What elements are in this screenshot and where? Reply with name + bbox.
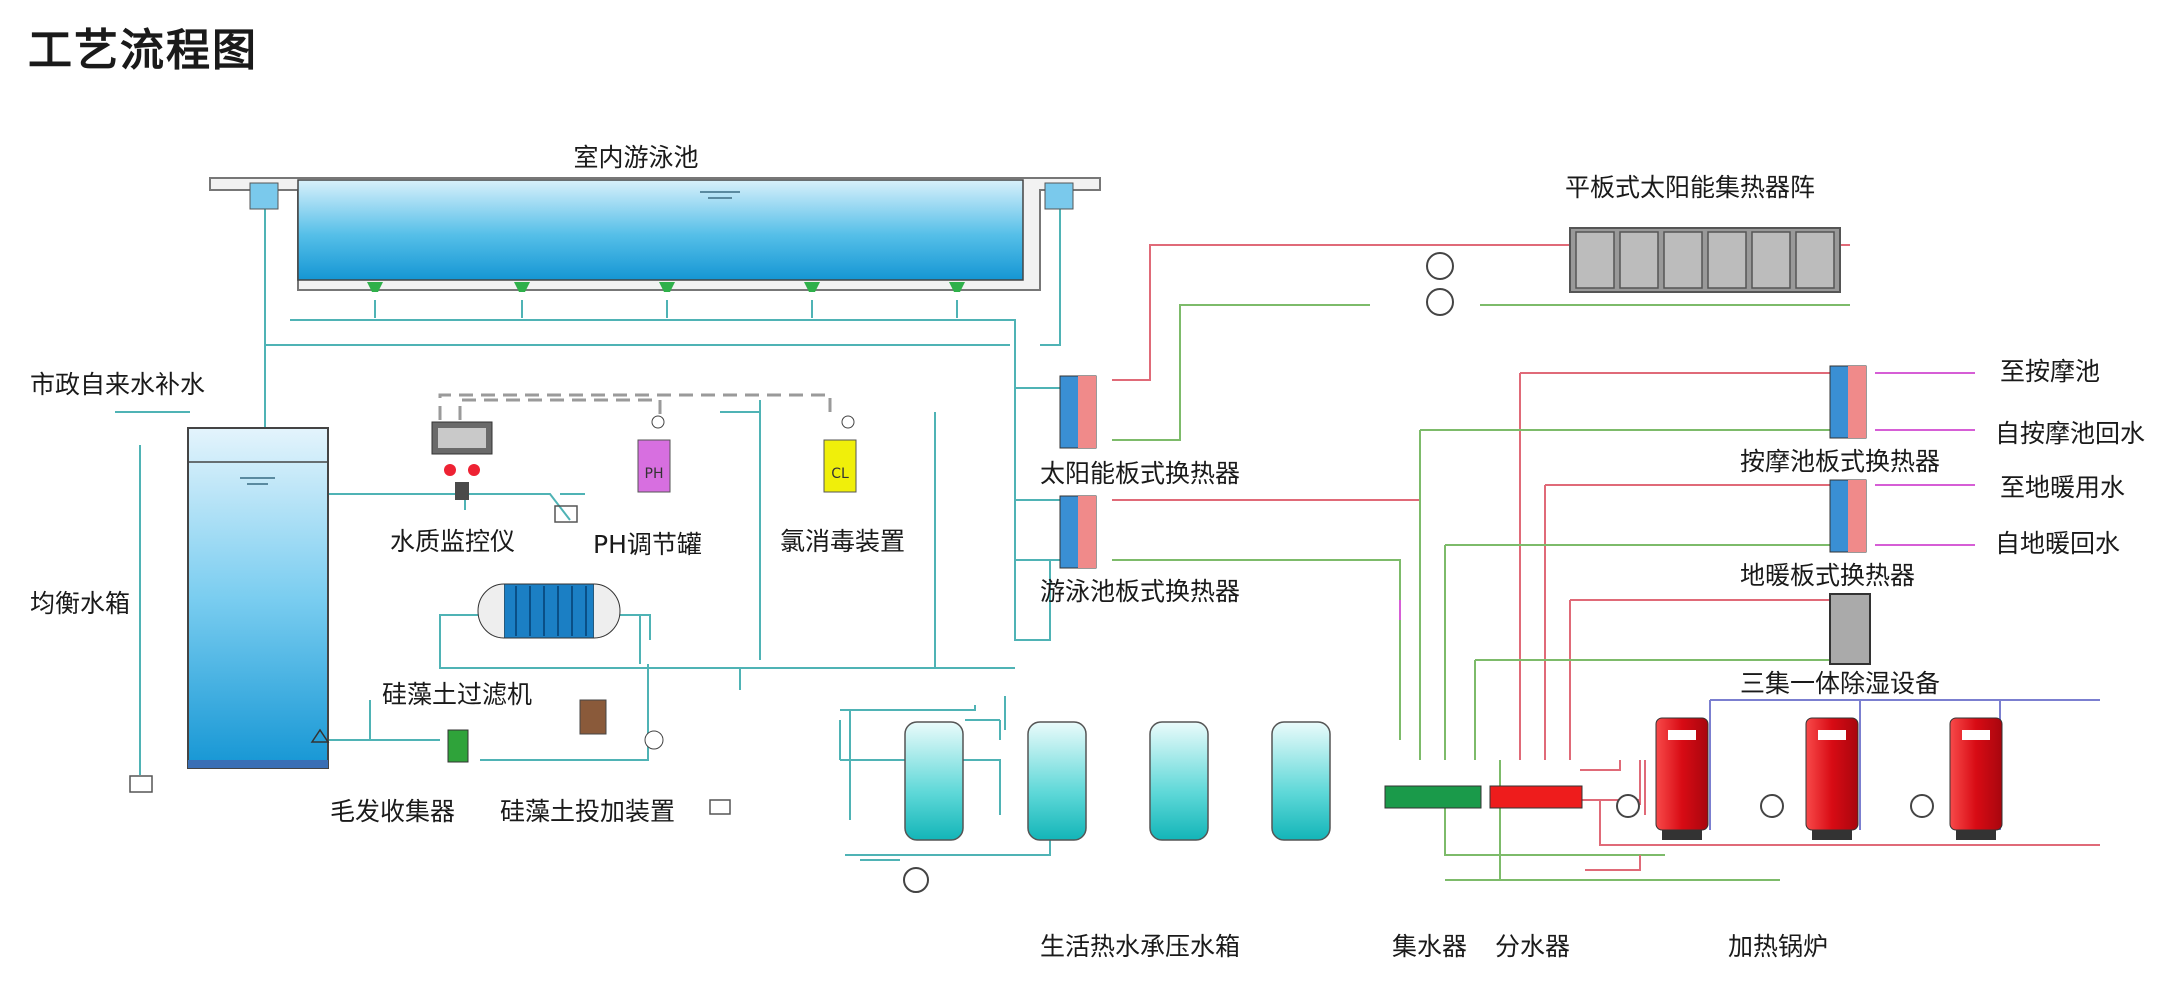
pool-circuit-pipes <box>115 190 1061 775</box>
indoor-pool <box>209 177 1101 292</box>
control-lines <box>438 393 832 420</box>
balance-tank-label: 均衡水箱 <box>30 589 130 618</box>
diatom-dosing-label: 硅藻土投加装置 <box>500 797 675 826</box>
solar-heat-exchanger <box>1059 375 1097 449</box>
chlorine-tank: CL <box>823 415 857 493</box>
chlorine-label: 氯消毒装置 <box>780 527 905 556</box>
from-spa-label: 自按摩池回水 <box>1995 419 2145 448</box>
distributor-manifold <box>1489 785 1583 809</box>
hair-collector <box>447 729 469 763</box>
floor-heat-exchanger <box>1829 479 1867 553</box>
page-title: 工艺流程图 <box>28 25 258 76</box>
solar-hx-label: 太阳能板式换热器 <box>1040 459 1240 488</box>
cl-mark: CL <box>831 466 849 482</box>
spa-hx-label: 按摩池板式换热器 <box>1740 447 1940 476</box>
monitor-label: 水质监控仪 <box>390 527 515 556</box>
ph-tank-label: PH调节罐 <box>593 530 702 559</box>
pool-hx-label: 游泳池板式换热器 <box>1040 577 1240 606</box>
to-floor-label: 至地暖用水 <box>2000 473 2125 502</box>
to-spa-label: 至按摩池 <box>2000 357 2100 386</box>
solar-array-label: 平板式太阳能集热器阵 <box>1565 173 1815 202</box>
collector-label: 集水器 <box>1392 932 1467 961</box>
diatom-dosing <box>579 699 731 815</box>
diatom-filter-label: 硅藻土过滤机 <box>382 680 532 709</box>
pool-heat-exchanger <box>1059 495 1097 569</box>
solar-array <box>1426 227 1841 316</box>
boilers-label: 加热锅炉 <box>1728 932 1828 961</box>
city-water-label: 市政自来水补水 <box>30 370 205 399</box>
floor-hx-label: 地暖板式换热器 <box>1740 561 1915 590</box>
ph-mark: PH <box>645 466 664 482</box>
water-quality-monitor <box>431 421 578 523</box>
hair-collector-label: 毛发收集器 <box>330 797 455 826</box>
hot-water-tanks <box>903 721 1331 893</box>
dehumidifier-label: 三集一体除湿设备 <box>1740 669 1940 698</box>
hot-water-tanks-label: 生活热水承压水箱 <box>1040 932 1240 961</box>
from-floor-label: 自地暖回水 <box>1995 529 2120 558</box>
spa-heat-exchanger <box>1829 365 1867 439</box>
diatom-filter <box>477 583 621 639</box>
ph-tank: PH <box>637 415 671 493</box>
pool-label: 室内游泳池 <box>573 143 698 172</box>
balance-tank <box>129 427 330 793</box>
collector-manifold <box>1384 785 1482 809</box>
heating-pipes <box>1112 244 2100 881</box>
distributor-label: 分水器 <box>1495 932 1570 961</box>
dehumidifier <box>1829 593 1871 665</box>
heating-boilers <box>1616 717 2003 840</box>
